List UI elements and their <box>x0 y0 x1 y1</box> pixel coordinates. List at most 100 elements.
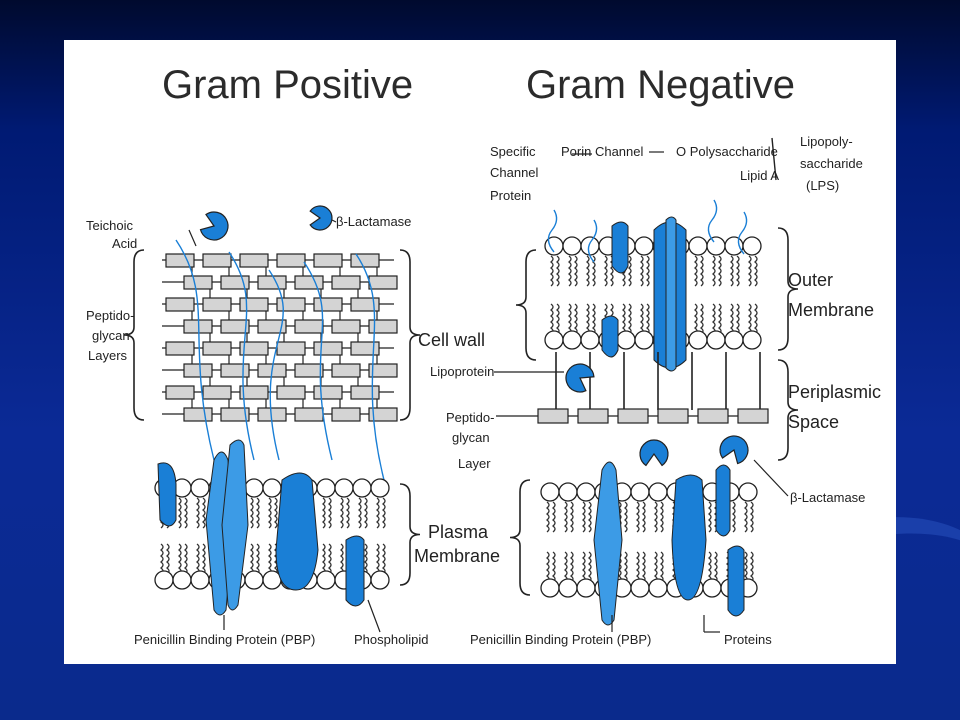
gn-pbp-label: Penicillin Binding Protein (PBP) <box>470 632 651 647</box>
teichoic-acid-strand <box>303 261 333 461</box>
gn-outer-bilayer-tail <box>627 303 632 335</box>
plasma-membrane-label-1: Plasma <box>428 522 489 542</box>
o-polysaccharide-chain <box>737 211 748 255</box>
periplasmic-space-label-2: Space <box>788 412 839 432</box>
gn-inner-bilayer-tail <box>587 551 592 583</box>
gp-bilayer-head <box>190 478 210 498</box>
gp-bilayer-tail <box>255 543 260 575</box>
gp-bilayer-tail <box>165 543 170 575</box>
gn-inner-bilayer-tail <box>551 501 556 533</box>
gn-outer-bilayer-tail <box>747 303 752 335</box>
gn-outer-bilayer-head <box>562 236 582 256</box>
gp-bilayer-tail <box>159 543 164 575</box>
gn-peptidoglycan-block <box>657 408 689 424</box>
specific-channel-protein-label-1: Specific <box>490 144 536 159</box>
gp-bilayer-tail <box>255 497 260 529</box>
gn-outer-bilayer-tail <box>639 255 644 287</box>
gn-outer-bilayer-tail <box>711 303 716 335</box>
gn-inner-bilayer-head <box>630 482 650 502</box>
gn-beta-lactamase-a <box>639 439 669 467</box>
gn-outer-bilayer-tail <box>645 255 650 287</box>
gp-beta-lactamase-pointer <box>331 219 337 223</box>
gp-bilayer-tail <box>327 543 332 575</box>
gn-outer-bilayer-head <box>634 236 654 256</box>
gp-bilayer-tail <box>267 497 272 529</box>
gn-inner-bilayer-tail <box>569 501 574 533</box>
peptidoglycan-block <box>239 297 269 312</box>
teichoic-acid-strand <box>268 269 284 461</box>
gp-bilayer-head <box>244 478 264 498</box>
gp-beta-lactamase-free <box>199 211 229 241</box>
o-polysaccharide-chain <box>587 219 598 263</box>
gp-bilayer-tail <box>345 497 350 529</box>
peptidoglycan-bracket <box>123 249 145 421</box>
gn-outer-bilayer-tail <box>693 303 698 335</box>
gn-outer-bilayer-tail <box>591 303 596 335</box>
gn-outer-bilayer-tail <box>603 255 608 287</box>
gram-positive-title: Gram Positive <box>162 63 413 107</box>
gp-beta-lactamase-label: β-Lactamase <box>336 214 411 229</box>
gp-bilayer-tail <box>321 497 326 529</box>
peptidoglycan-block <box>276 297 306 312</box>
gn-outer-bilayer-tail <box>621 303 626 335</box>
gn-outer-bilayer-tail <box>567 255 572 287</box>
gn-protein-bottom <box>727 545 745 617</box>
peptidoglycan-block <box>276 385 306 400</box>
gp-beta-lactamase-bound <box>309 205 333 231</box>
gn-outer-bilayer-tail <box>717 303 722 335</box>
gp-bilayer-head <box>154 570 174 590</box>
gp-bilayer-head <box>262 478 282 498</box>
gp-peripheral-protein <box>157 462 177 527</box>
peptidoglycan-block <box>313 297 343 312</box>
teichoic-acid-label-1: Teichoic <box>86 218 133 233</box>
gp-bilayer-tail <box>375 543 380 575</box>
lps-label-1: Lipopoly- <box>800 134 853 149</box>
gp-bilayer-tail <box>177 497 182 529</box>
gn-inner-bilayer-head <box>738 482 758 502</box>
gn-outer-bilayer-head <box>580 236 600 256</box>
gn-beta-lactamase-periplasm <box>565 363 595 393</box>
gn-outer-bilayer-head <box>544 330 564 350</box>
gn-inner-bilayer-tail <box>563 551 568 583</box>
o-polysaccharide-chain <box>547 209 558 253</box>
lipid-a-label: Lipid A <box>740 168 779 183</box>
gp-bilayer-head <box>370 478 390 498</box>
gp-bilayer-head <box>190 570 210 590</box>
lps-label-3: (LPS) <box>806 178 839 193</box>
gn-peptidoglycan-block <box>697 408 729 424</box>
gn-outer-bilayer-tail <box>555 255 560 287</box>
gn-peptidoglycan-block <box>537 408 569 424</box>
gn-inner-bilayer-tail <box>743 501 748 533</box>
teichoic-acid-label-2: Acid <box>112 236 137 251</box>
gp-bilayer-tail <box>339 543 344 575</box>
peptidoglycan-block <box>183 275 213 290</box>
gp-bilayer-tail <box>381 543 386 575</box>
peptidoglycan-block <box>331 363 361 378</box>
gn-inner-bilayer-head <box>648 578 668 598</box>
drawing-layer <box>123 137 799 633</box>
gn-inner-bilayer-tail <box>581 551 586 583</box>
peptidoglycan-block <box>368 319 398 334</box>
gn-inner-bilayer-head <box>702 578 722 598</box>
gn-inner-bilayer-tail <box>623 551 628 583</box>
peptidoglycan-block <box>239 341 269 356</box>
peptidoglycan-block <box>220 363 250 378</box>
gn-outer-bilayer-tail <box>567 303 572 335</box>
gn-outer-bilayer-head <box>580 330 600 350</box>
cell-wall-label: Cell wall <box>418 330 485 350</box>
gn-outer-bilayer-tail <box>585 255 590 287</box>
peptidoglycan-block <box>239 253 269 268</box>
gram-negative-title: Gram Negative <box>526 63 795 107</box>
teichoic-acid-pointer <box>188 229 197 247</box>
outer-membrane-left-bracket <box>515 249 537 361</box>
peptidoglycan-block <box>331 319 361 334</box>
gn-inner-bilayer-tail <box>713 551 718 583</box>
peptidoglycan-layer-label-2: glycan <box>452 430 490 445</box>
specific-channel-protein-bottom <box>601 315 619 358</box>
gn-outer-bilayer-tail <box>627 255 632 287</box>
gp-bilayer-head <box>352 478 372 498</box>
outer-membrane-label-1: Outer <box>788 270 833 290</box>
teichoic-acid-strand <box>228 251 255 461</box>
peptidoglycan-block <box>368 275 398 290</box>
gn-outer-bilayer-tail <box>729 255 734 287</box>
